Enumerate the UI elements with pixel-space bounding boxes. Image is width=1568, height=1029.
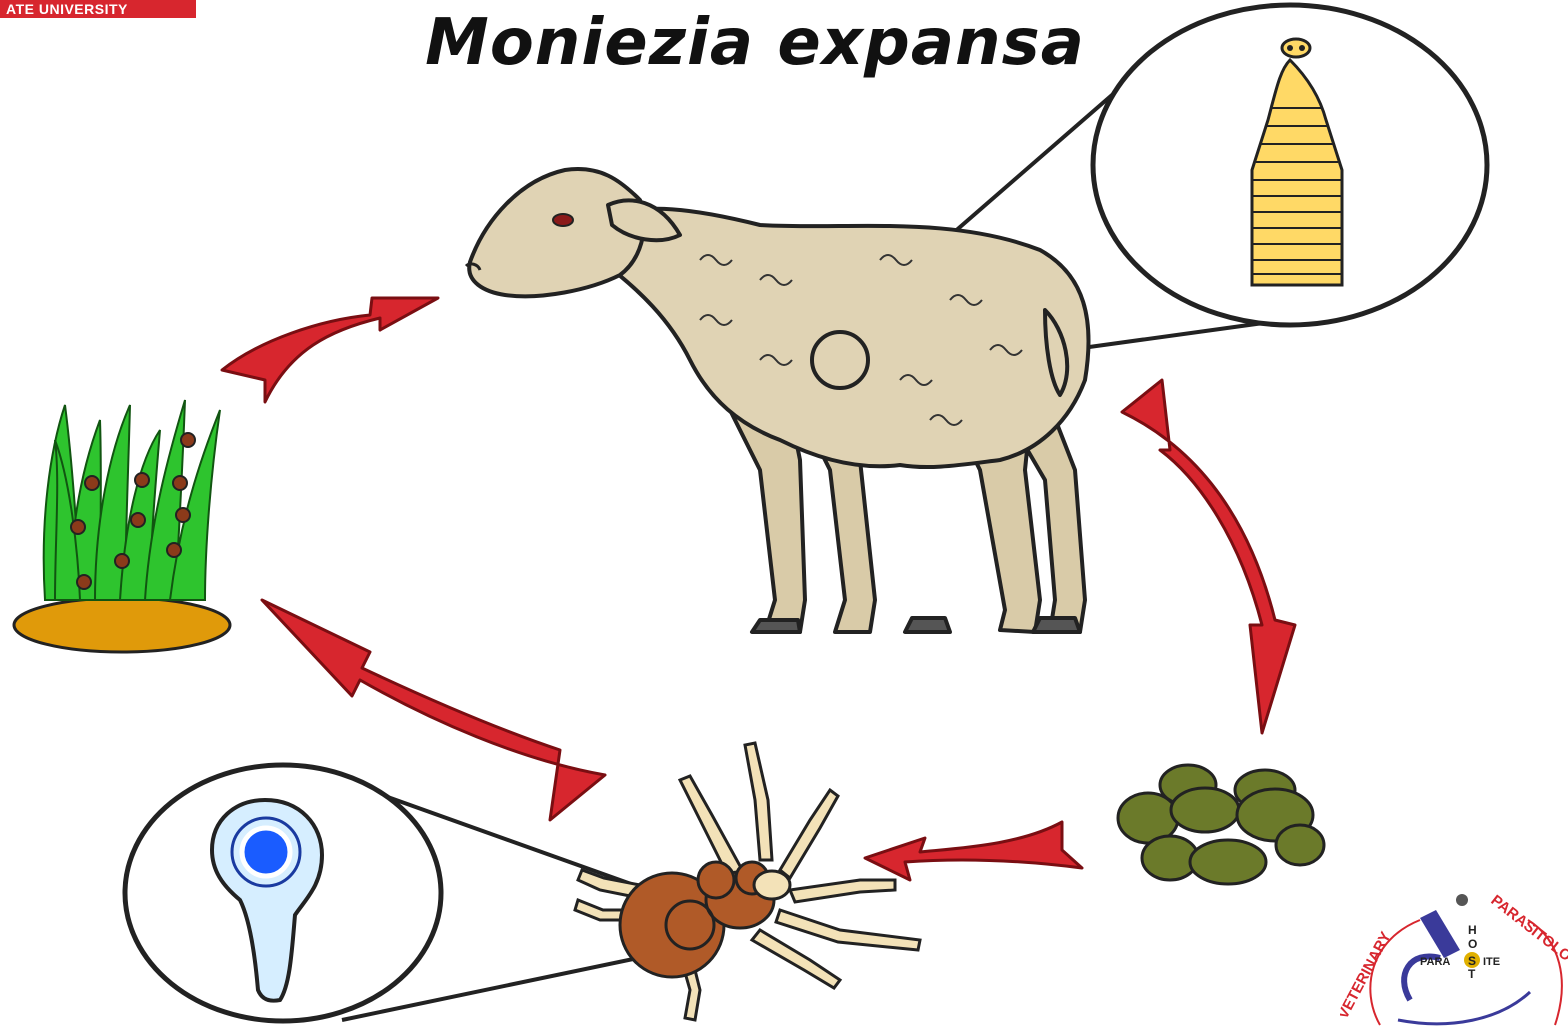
cysticercoid-zoom-circle	[125, 765, 441, 1021]
logo-para: PARA	[1420, 956, 1450, 968]
tapeworm-zoom-circle	[1093, 5, 1487, 325]
arrow-sheep-to-feces	[1122, 380, 1295, 733]
microscope-icon	[1420, 910, 1460, 958]
logo-host-o: O	[1468, 937, 1477, 951]
arrow-grass-to-sheep	[222, 298, 438, 402]
logo-host-t: T	[1468, 967, 1476, 981]
oribatid-mite-icon	[575, 743, 920, 1020]
logo-ite: ITE	[1483, 956, 1500, 968]
arrow-feces-to-mite	[865, 822, 1082, 880]
sheep-icon	[466, 169, 1089, 632]
logo-ring-left: VETERINARY	[1340, 929, 1395, 1022]
logo-host-h: H	[1468, 923, 1477, 937]
veterinary-parasitology-logo: VETERINARY PARASITOLOGY H O S T PARA ITE	[1340, 880, 1568, 1029]
logo-host-s: S	[1468, 954, 1476, 968]
grass-with-eggs-icon	[14, 400, 230, 652]
feces-pellets-icon	[1118, 765, 1324, 884]
